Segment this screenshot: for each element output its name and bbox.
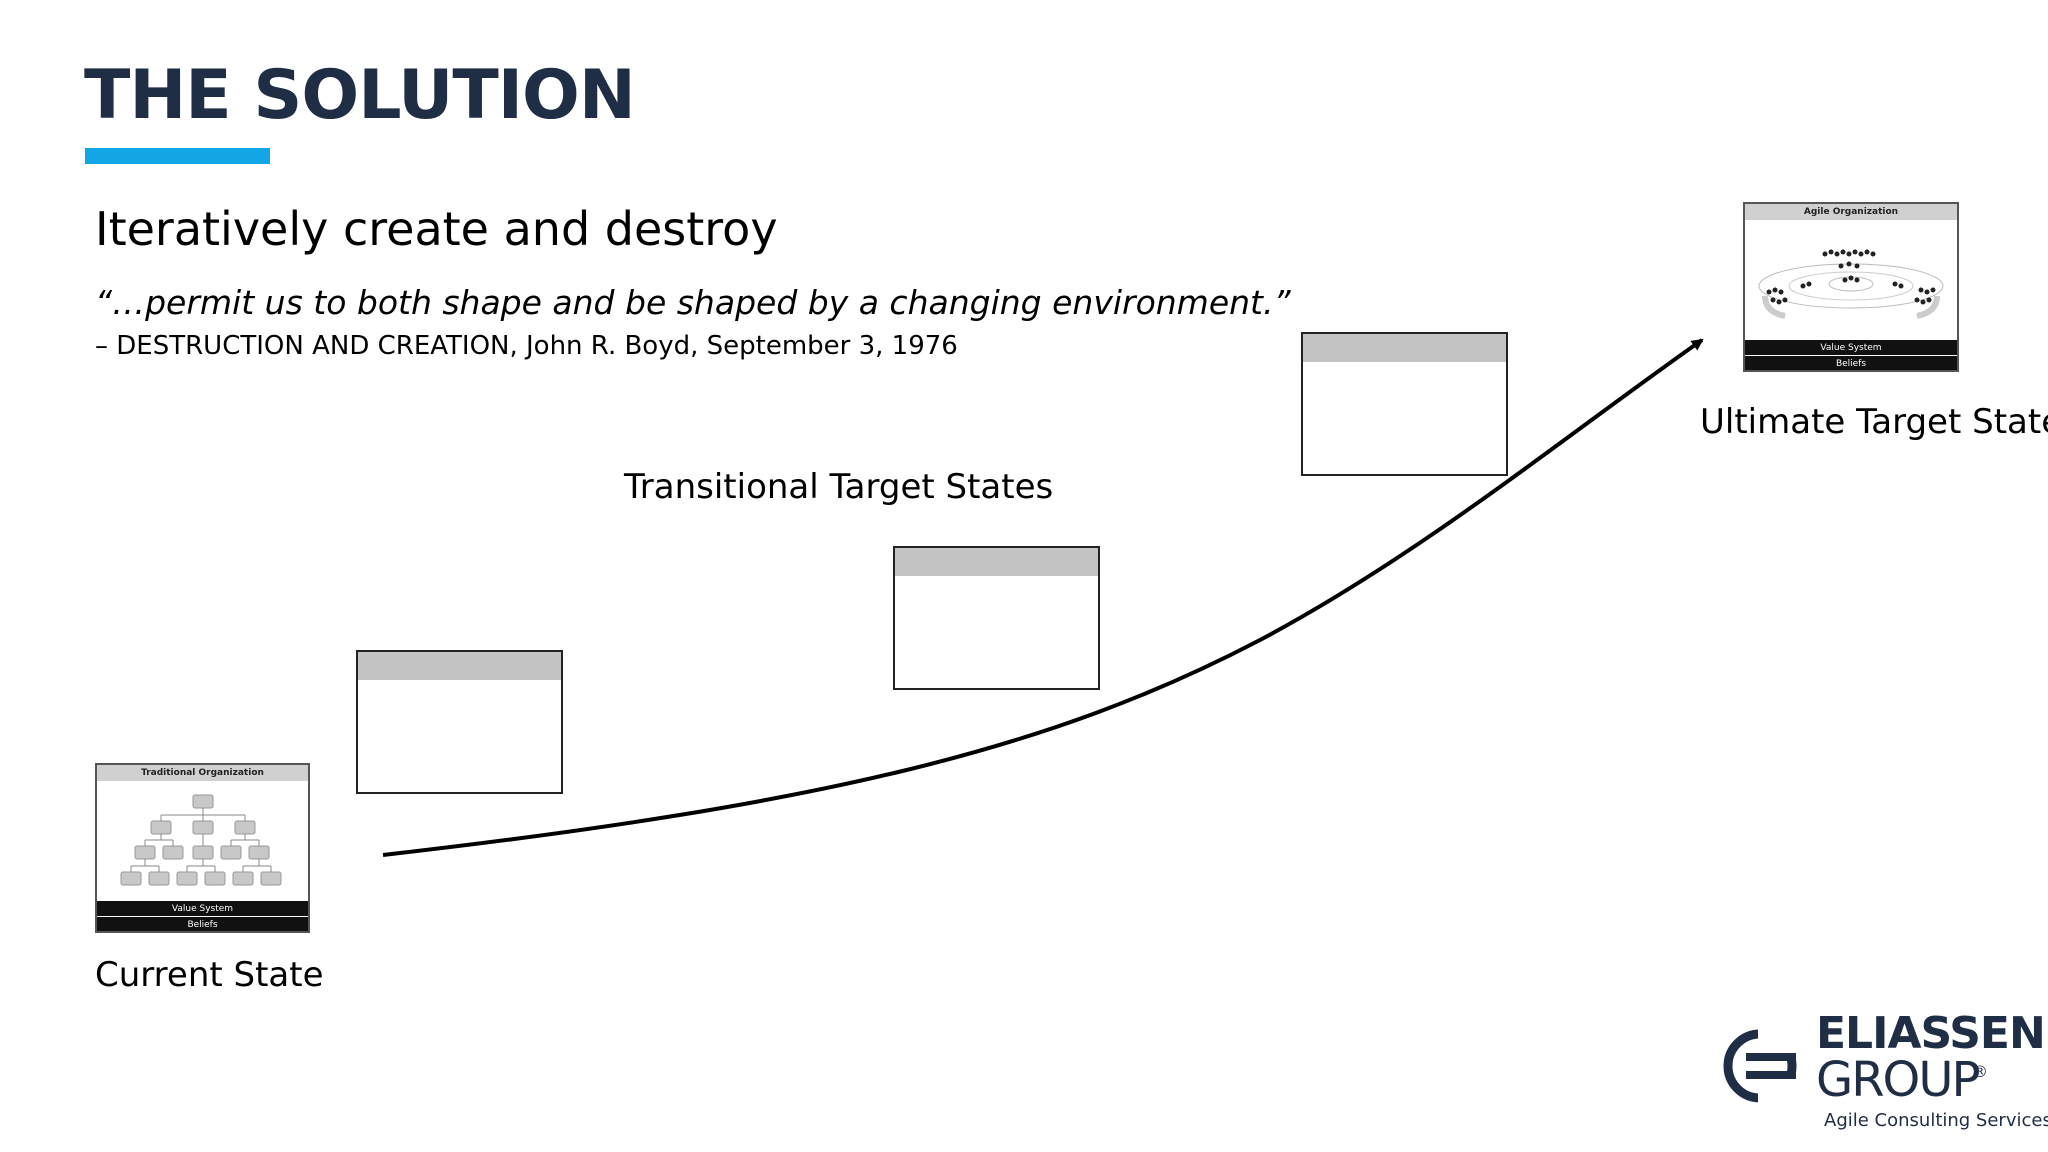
beliefs-band: Beliefs (97, 917, 308, 931)
ultimate-state-thumbnail: Agile Organization Value System Beliefs (1743, 202, 1959, 372)
thumbnail-title: Agile Organization (1745, 204, 1957, 220)
value-system-band: Value System (1745, 340, 1957, 356)
logo-group: GROUP (1816, 1052, 1980, 1108)
transitional-state-box (356, 650, 563, 794)
title-underline (85, 148, 270, 164)
citation: – DESTRUCTION AND CREATION, John R. Boyd… (95, 331, 958, 361)
company-logo: ELIASSEN GROUP ® Agile Consulting Servic… (1720, 1010, 2048, 1140)
page-title: THE SOLUTION (84, 56, 636, 135)
box-header-bar (358, 652, 561, 680)
thumbnail-title: Traditional Organization (97, 765, 308, 781)
transitional-state-box (1301, 332, 1508, 476)
org-chart-icon (120, 794, 282, 886)
ultimate-state-label: Ultimate Target State (1700, 402, 2048, 442)
transitional-state-box (893, 546, 1100, 690)
current-state-thumbnail: Traditional Organization (95, 763, 310, 933)
current-state-label: Current State (95, 955, 324, 995)
quote: “…permit us to both shape and be shaped … (95, 283, 1291, 322)
logo-registered-mark: ® (1972, 1062, 1988, 1081)
team-people-icon (1758, 249, 1944, 319)
logo-name: ELIASSEN (1816, 1008, 2046, 1059)
beliefs-band: Beliefs (1745, 356, 1957, 370)
transitional-states-label: Transitional Target States (624, 467, 1054, 507)
subtitle: Iteratively create and destroy (95, 202, 778, 256)
logo-tagline: Agile Consulting Services (1824, 1110, 2048, 1131)
value-system-band: Value System (97, 901, 308, 917)
box-header-bar (1303, 334, 1506, 362)
box-header-bar (895, 548, 1098, 576)
logo-mark-icon (1723, 1026, 1800, 1106)
